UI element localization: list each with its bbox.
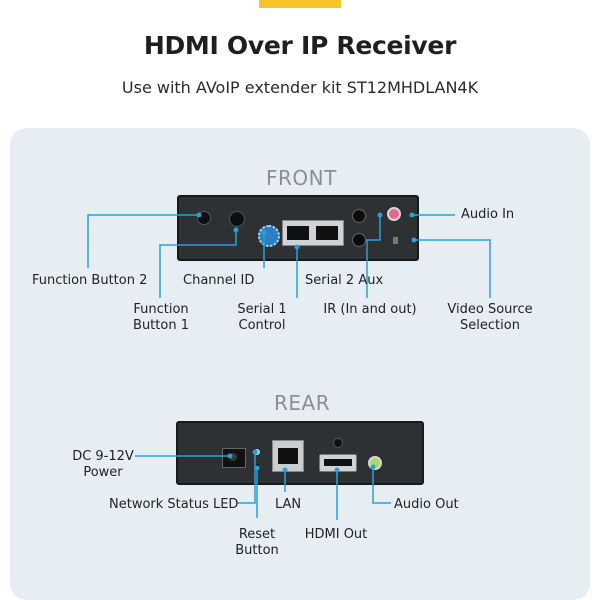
label-serial-1-control: Serial 1 Control bbox=[237, 302, 287, 333]
hdmi-out-port bbox=[319, 454, 357, 472]
ir-jack-bottom bbox=[352, 233, 366, 247]
front-device bbox=[177, 195, 419, 261]
function-button-1 bbox=[229, 211, 245, 227]
hdmi-screw bbox=[333, 438, 343, 448]
label-function-button-1: Function Button 1 bbox=[133, 302, 189, 333]
function-button-2 bbox=[197, 211, 211, 225]
network-status-led bbox=[254, 449, 260, 455]
label-audio-in: Audio In bbox=[461, 207, 515, 222]
lan-port bbox=[272, 440, 304, 472]
label-function-button-2: Function Button 2 bbox=[32, 273, 148, 288]
rear-device bbox=[176, 421, 424, 485]
label-video-source-selection: Video Source Selection bbox=[447, 302, 533, 333]
rear-heading: REAR bbox=[274, 391, 331, 415]
page-title: HDMI Over IP Receiver bbox=[143, 31, 457, 60]
label-ir: IR (In and out) bbox=[323, 302, 417, 317]
label-lan: LAN bbox=[275, 497, 302, 512]
channel-id-dial bbox=[258, 225, 280, 247]
label-channel-id: Channel ID bbox=[183, 273, 255, 288]
serial-ports bbox=[282, 220, 344, 246]
label-hdmi-out: HDMI Out bbox=[304, 527, 368, 542]
page-subtitle: Use with AVoIP extender kit ST12MHDLAN4K bbox=[121, 78, 479, 97]
label-serial-2-aux: Serial 2 Aux bbox=[305, 273, 384, 288]
label-reset-button: Reset Button bbox=[235, 527, 279, 558]
front-heading: FRONT bbox=[266, 166, 337, 190]
audio-in-jack bbox=[387, 207, 401, 221]
video-source-switch bbox=[393, 237, 398, 244]
label-network-status-led: Network Status LED bbox=[109, 497, 239, 512]
audio-out-jack bbox=[368, 456, 382, 470]
accent-bar bbox=[259, 0, 341, 8]
ir-jack-top bbox=[352, 209, 366, 223]
reset-button bbox=[255, 464, 259, 468]
dc-power-jack bbox=[222, 448, 246, 468]
label-audio-out: Audio Out bbox=[394, 497, 459, 512]
label-dc-power: DC 9-12V Power bbox=[72, 449, 134, 480]
